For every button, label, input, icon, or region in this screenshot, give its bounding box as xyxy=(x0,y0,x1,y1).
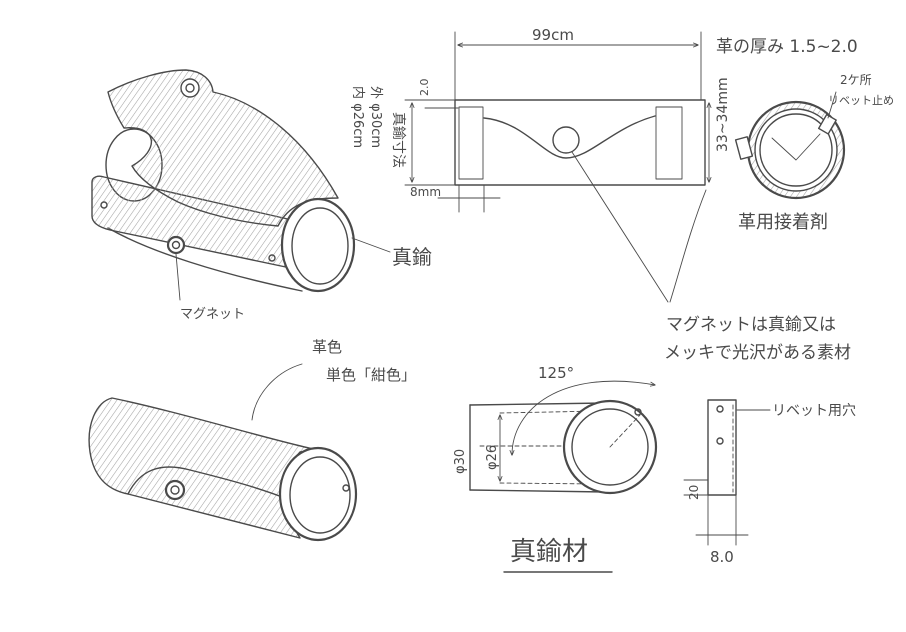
rivet-left xyxy=(100,201,108,209)
magnet-center-lower xyxy=(170,485,180,495)
note-leader-strap xyxy=(669,189,707,303)
rivet-tab-view: リベット用穴 20 8.0 xyxy=(683,399,856,566)
brass-label: 真鍮 xyxy=(392,245,432,269)
flat-pattern-view: 99cm 2.0 真鍮寸法 外 φ30cm 内 φ26cm 8mm 33~34m… xyxy=(350,26,731,213)
strap-outline xyxy=(454,99,706,186)
tube-bottom-edge xyxy=(107,227,303,292)
rivet-tab-right xyxy=(817,113,837,135)
rivet-count-label: 2ケ所 xyxy=(840,73,872,87)
brass-ring-inner xyxy=(759,113,833,187)
brass-part-title: 真鍮材 xyxy=(510,537,588,567)
magnet-center xyxy=(171,240,181,250)
right-tab xyxy=(655,106,683,180)
leather-thickness-label: 革の厚み 1.5~2.0 xyxy=(716,37,858,57)
flap-curve xyxy=(483,115,656,159)
rivet-right xyxy=(268,254,276,262)
magnet-note: マグネットは真鍮又は メッキで光沢がある素材 xyxy=(571,151,851,363)
rivet-tab-outline xyxy=(707,399,737,496)
brass-leader xyxy=(351,237,391,253)
left-tab xyxy=(458,106,484,180)
leather-view: 革色 単色「紺色」 xyxy=(88,338,416,542)
tab-height-label: 2.0 xyxy=(418,79,431,97)
color-leader xyxy=(251,363,303,421)
rivet-lower xyxy=(342,484,350,492)
leather-body xyxy=(88,397,319,539)
leather-color-value: 単色「紺色」 xyxy=(326,366,416,384)
inner-diameter-label: φ26 xyxy=(485,445,500,470)
ring-section-view: 革の厚み 1.5~2.0 2ケ所 リベット止め 革用接着剤 xyxy=(716,37,894,233)
angle-label: 125° xyxy=(538,364,574,382)
leather-flap xyxy=(107,69,339,227)
brass-inner-bottom xyxy=(499,482,601,485)
magnet-icon-lower xyxy=(164,479,186,501)
inner-mark xyxy=(771,133,821,161)
width-label: 99cm xyxy=(532,26,574,44)
magnet-position-circle xyxy=(552,126,580,154)
rivet-fix-label: リベット止め xyxy=(828,94,894,107)
tab-width-label: 8mm xyxy=(410,185,441,199)
magnet-icon xyxy=(166,235,186,255)
angle-arc xyxy=(512,380,655,455)
brass-side-bottom xyxy=(469,489,607,493)
brass-size-title: 真鍮寸法 xyxy=(390,112,406,168)
outer-diameter-label: φ30 xyxy=(453,449,468,474)
magnet-label: マグネット xyxy=(180,307,245,322)
rivet-tab-left xyxy=(734,136,754,160)
magnet-note-line2: メッキで光沢がある素材 xyxy=(664,343,851,363)
strap-height-label: 33~34mm xyxy=(715,77,731,152)
note-leader-magnet xyxy=(571,151,669,303)
flap-edge xyxy=(127,466,291,501)
magnet-leader xyxy=(175,253,181,301)
rivet-hole-bottom xyxy=(716,437,724,445)
rivet-leader xyxy=(827,91,837,119)
brass-ring-outer xyxy=(754,108,838,192)
magnet-note-line1: マグネットは真鍮又は xyxy=(666,315,836,335)
right-brass-ring-inner xyxy=(291,207,349,285)
leather-color-label: 革色 xyxy=(312,338,342,356)
adhesive-label: 革用接着剤 xyxy=(738,212,828,233)
end-ring-inner xyxy=(289,456,351,534)
assembled-view: マグネット 真鍮 xyxy=(91,69,432,322)
brass-inner-label: 内 φ26cm xyxy=(350,86,366,148)
rivet-hole-top xyxy=(716,405,724,413)
flap-button-center xyxy=(185,83,195,93)
brass-part-view: 125° φ30 φ26 真鍮材 xyxy=(453,364,658,573)
rivet-width-label: 8.0 xyxy=(710,548,734,566)
rivet-hole-label: リベット用穴 xyxy=(772,403,856,419)
rivet-height-label: 20 xyxy=(687,485,701,500)
flap-button xyxy=(180,78,200,98)
brass-outer-label: 外 φ30cm xyxy=(368,86,383,148)
